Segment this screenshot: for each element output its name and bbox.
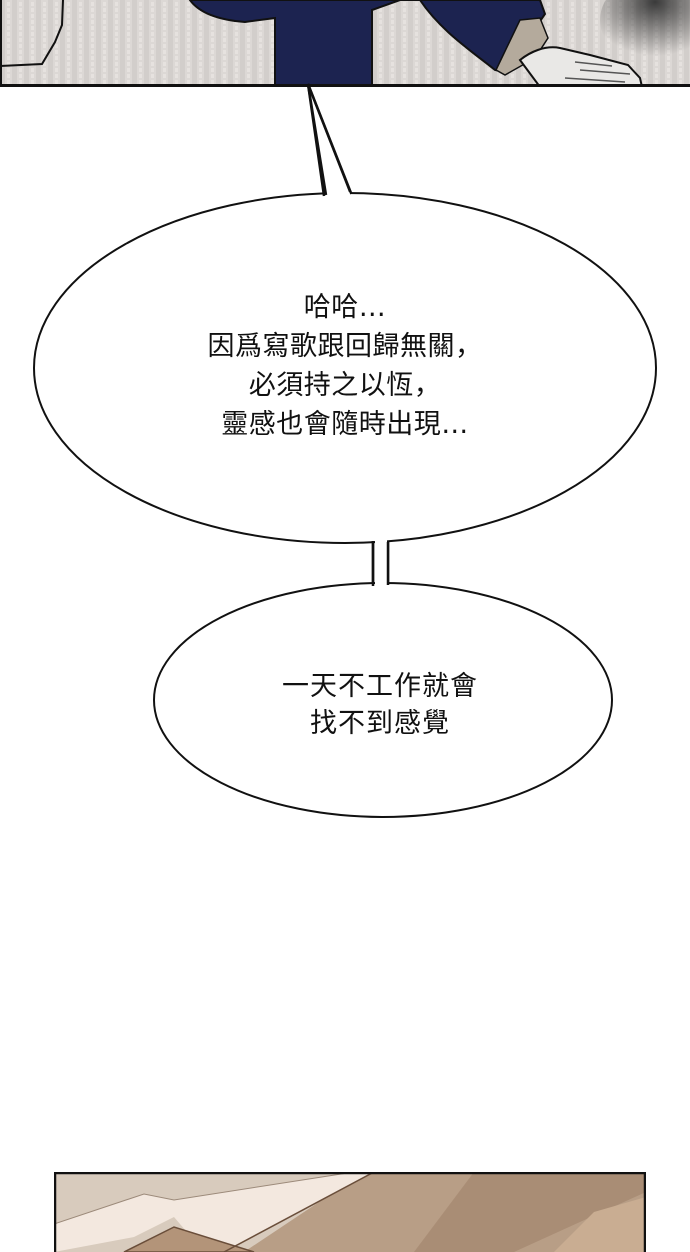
- top-panel-illustration: [0, 0, 690, 87]
- bubble-2-line-2: 找不到感覺: [310, 708, 450, 739]
- bottom-panel-illustration: [54, 1172, 646, 1252]
- speech-bubble-2-shape: [153, 578, 613, 818]
- bubble-2-line-1: 一天不工作就會: [282, 671, 478, 702]
- bubble-1-line-1: 哈哈…: [303, 292, 387, 323]
- top-comic-panel: [0, 0, 690, 87]
- bubble-1-line-3: 必須持之以恆，: [248, 370, 442, 401]
- bubble-1-line-2: 因爲寫歌跟回歸無關，: [207, 331, 483, 362]
- speech-bubble-1: 哈哈… 因爲寫歌跟回歸無關， 必須持之以恆， 靈感也會隨時出現…: [120, 288, 570, 444]
- bubble-1-line-4: 靈感也會隨時出現…: [221, 409, 469, 440]
- bottom-comic-panel: [54, 1172, 646, 1252]
- speech-bubble-2: 一天不工作就會 找不到感覺: [230, 668, 530, 742]
